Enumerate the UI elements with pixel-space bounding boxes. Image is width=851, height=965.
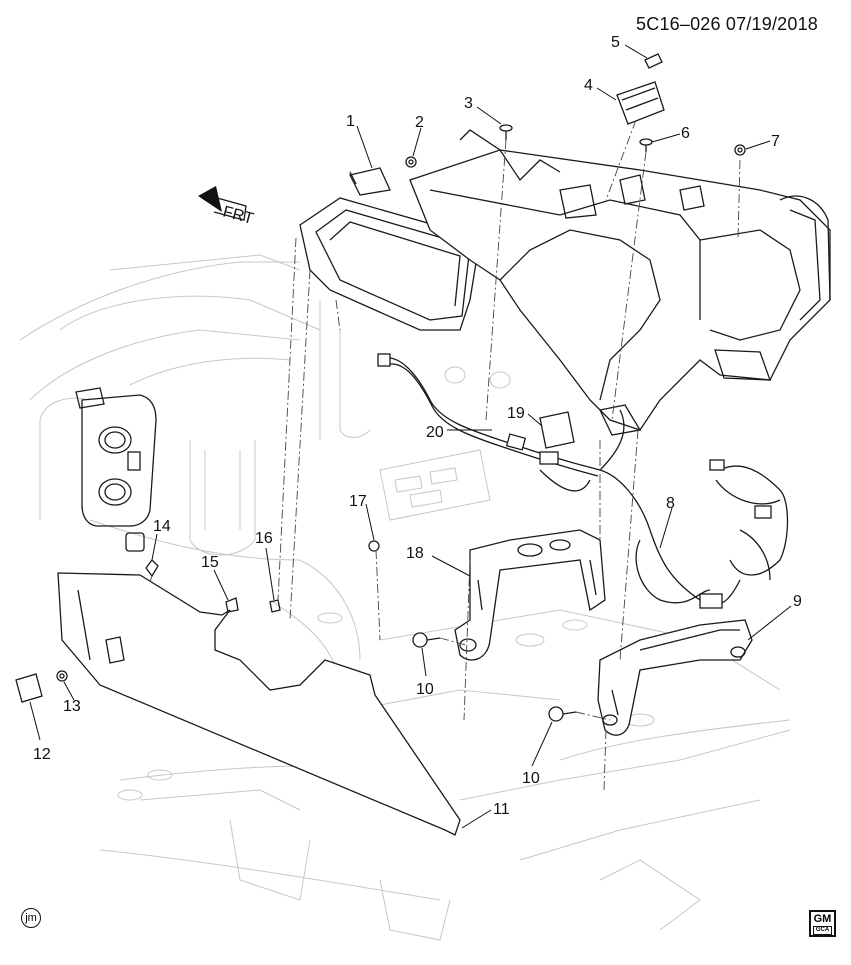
fastener-17 [368,540,380,552]
clip-15 [225,597,239,613]
callout-4: 4 [584,77,593,94]
callout-11: 11 [493,801,510,818]
bolt-10a [412,632,428,648]
nut-7 [734,144,746,156]
control-module [539,411,575,449]
callout-17: 17 [349,493,367,510]
console-side-trim-panel [57,572,461,836]
bolt-10b [548,706,564,722]
drawing-code: 5C16–026 07/19/2018 [636,14,818,34]
fasteners [15,124,746,722]
callout-20: 20 [426,424,444,441]
callout-3: 3 [464,95,473,112]
callout-16: 16 [255,530,273,547]
callout-15: 15 [201,554,219,571]
nut-2 [405,156,417,168]
callout-10b: 10 [522,770,540,787]
leader-lines [29,44,792,829]
front-direction-indicator: FRT [198,186,255,228]
console-housing [409,129,831,436]
callout-8: 8 [666,495,675,512]
clip-13 [56,670,68,682]
callout-6: 6 [681,125,690,142]
left-air-vent-cluster [75,387,157,552]
callout-1: 1 [346,113,355,130]
gm-logo-text: GM [813,913,832,925]
callout-10a: 10 [416,681,434,698]
gm-logo: GM GCA [809,910,836,937]
callout-9: 9 [793,593,802,610]
clip-16 [269,599,281,613]
clip-14 [145,559,159,578]
callout-labels: 1 2 3 4 5 6 7 8 9 10 10 11 12 13 14 15 1… [33,34,802,818]
accessory-module [616,53,665,125]
alignment-lines [149,119,741,791]
callout-18: 18 [406,545,424,562]
callout-2: 2 [415,114,424,131]
rear-mounting-bracket [597,619,753,736]
callout-14: 14 [153,518,171,535]
callout-7: 7 [771,133,780,150]
callout-13: 13 [63,698,81,715]
artist-initials: jm [21,908,41,928]
cap-12 [15,673,43,703]
frt-label: FRT [221,203,255,227]
callout-19: 19 [507,405,525,422]
callout-12: 12 [33,746,51,763]
callout-5: 5 [611,34,620,51]
console-support-bracket [454,529,606,661]
gm-logo-subtext: GCA [813,926,832,935]
